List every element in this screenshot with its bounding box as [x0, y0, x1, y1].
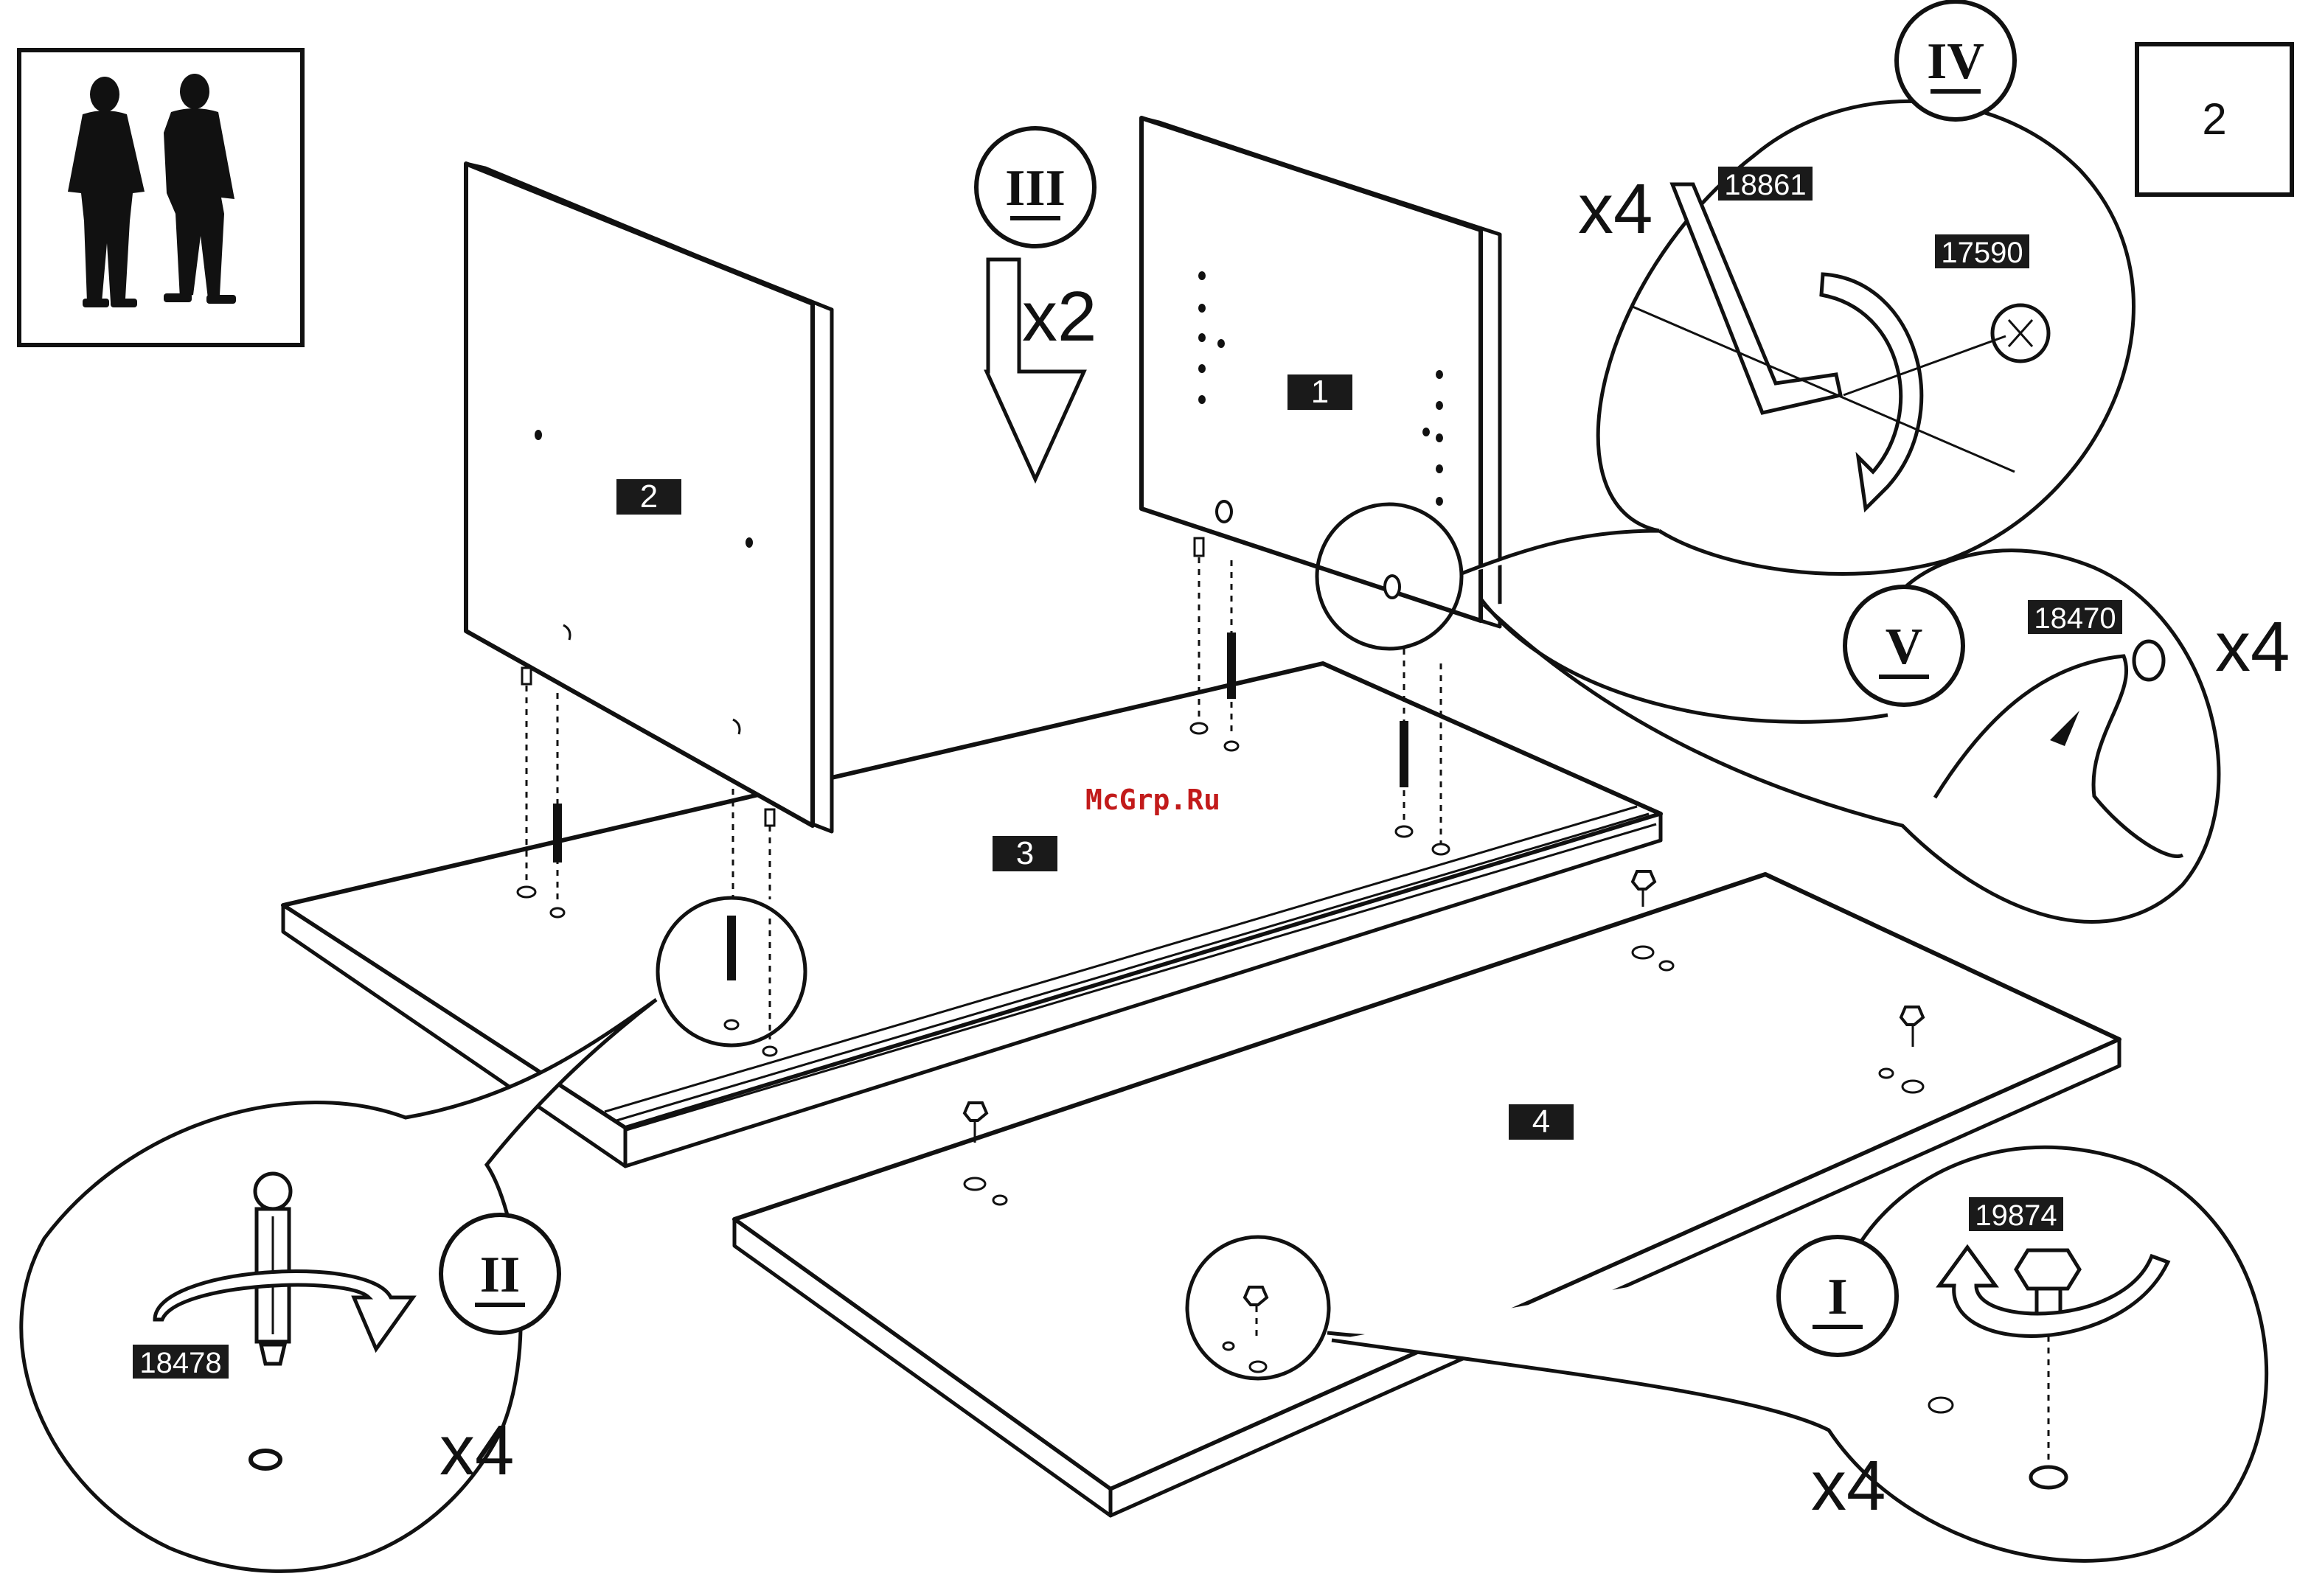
part-code-18861: 18861	[1724, 169, 1806, 201]
watermark: McGrp.Ru	[1085, 784, 1220, 816]
step-II-roman: II	[480, 1247, 520, 1303]
step-II-quantity: x4	[439, 1411, 514, 1490]
part-code-18478: 18478	[139, 1347, 221, 1379]
drop-quantity: x2	[1022, 277, 1097, 356]
part-code-18470: 18470	[2034, 602, 2116, 635]
part-number-1: 1	[1311, 374, 1329, 410]
step-I-quantity: x4	[1811, 1446, 1886, 1525]
page-number: 2	[2202, 94, 2226, 144]
step-III-roman: III	[1005, 160, 1066, 217]
part-number-2: 2	[640, 478, 658, 515]
part-number-4: 4	[1532, 1104, 1550, 1140]
step-V-detail: V x4 18470	[1481, 551, 2290, 922]
step-I-roman: I	[1827, 1269, 1847, 1325]
cover-cap-icon	[2134, 641, 2164, 680]
step-IV-detail: IV x4 18861 17590	[1462, 1, 2133, 574]
step-V-roman: V	[1886, 618, 1923, 675]
part-code-19874: 19874	[1975, 1199, 2057, 1232]
step-V-quantity: x4	[2215, 607, 2290, 686]
step-III-group: III x2	[976, 128, 1097, 479]
step-IV-quantity: x4	[1578, 170, 1653, 248]
two-persons-icon	[19, 50, 302, 345]
part-code-17590: 17590	[1941, 237, 2023, 269]
page-number-box: 2	[2137, 44, 2292, 195]
step-IV-roman: IV	[1927, 33, 1984, 90]
part-number-3: 3	[1016, 835, 1034, 871]
zoom-circle-panel-4	[1187, 1237, 1329, 1379]
panel-2: 2	[466, 164, 832, 917]
